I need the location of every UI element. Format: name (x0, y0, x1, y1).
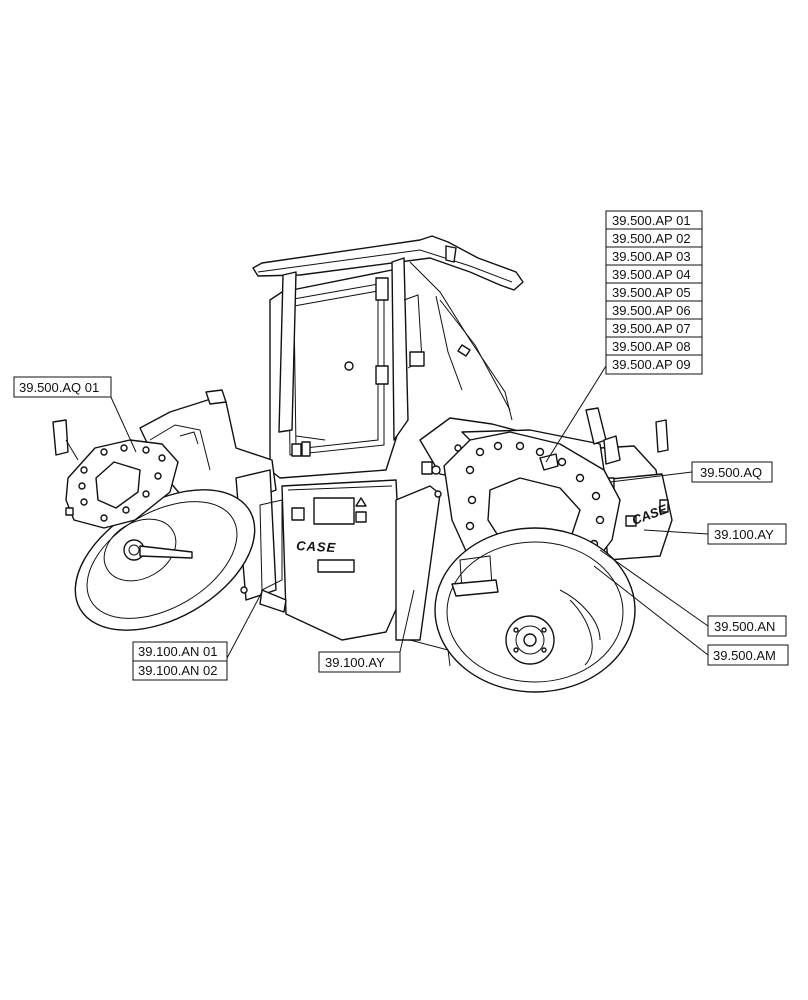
label-am-text: 39.500.AM (713, 648, 776, 663)
label-ap-07: 39.500.AP 07 (612, 321, 691, 336)
leader-ap (545, 365, 607, 463)
compactor-machine-illustration: CASE CASE (52, 235, 673, 693)
leader-aq01 (109, 394, 137, 453)
label-ap-03: 39.500.AP 03 (612, 249, 691, 264)
leader-an (225, 591, 263, 661)
leader-an-right (599, 549, 709, 627)
label-aq01: 39.500.AQ 01 (13, 376, 112, 398)
label-ay-bottom: 39.100.AY (318, 651, 401, 673)
label-am: 39.500.AM (707, 644, 789, 666)
label-an-right-text: 39.500.AN (714, 619, 775, 634)
label-aq01-text: 39.500.AQ 01 (19, 380, 99, 395)
label-an-right: 39.500.AN (707, 615, 787, 637)
label-stack-an: 39.100.AN 01 39.100.AN 02 (132, 641, 228, 681)
label-an01-text: 39.100.AN 01 (138, 644, 218, 659)
label-ap-05: 39.500.AP 05 (612, 285, 691, 300)
side-mirror (52, 419, 79, 461)
chassis-base (259, 589, 451, 667)
label-ap-04: 39.500.AP 04 (612, 267, 691, 282)
front-case-logo: CASE (296, 538, 337, 555)
leader-ay-bottom (399, 589, 415, 653)
leader-aq (609, 471, 693, 483)
canopy-roof (252, 235, 524, 291)
label-ap-01: 39.500.AP 01 (612, 213, 691, 228)
leader-lines (109, 365, 709, 661)
label-ap-06: 39.500.AP 06 (612, 303, 691, 318)
label-ap-09: 39.500.AP 09 (612, 357, 691, 372)
label-ay-bottom-text: 39.100.AY (325, 655, 385, 670)
left-drum-side-plate (65, 439, 179, 529)
right-drum (434, 527, 636, 693)
leader-ay-right (643, 529, 709, 535)
label-ay-right: 39.100.AY (707, 523, 787, 545)
label-ap-08: 39.500.AP 08 (612, 339, 691, 354)
left-drum (74, 489, 256, 631)
central-chassis: CASE (259, 479, 441, 641)
leader-am (593, 565, 709, 656)
label-an02-text: 39.100.AN 02 (138, 663, 218, 678)
label-ay-right-text: 39.100.AY (714, 527, 774, 542)
label-ap-02: 39.500.AP 02 (612, 231, 691, 246)
label-stack-ap: 39.500.AP 01 39.500.AP 02 39.500.AP 03 3… (605, 210, 703, 375)
operator-cab (269, 257, 513, 479)
label-aq: 39.500.AQ (691, 461, 773, 483)
label-aq-text: 39.500.AQ (700, 465, 762, 480)
